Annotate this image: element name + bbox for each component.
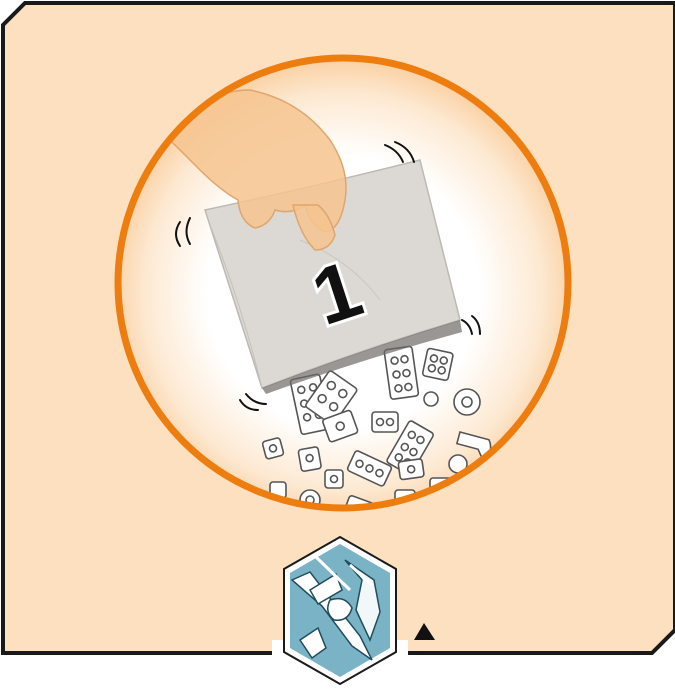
instruction-page: 1 <box>0 0 675 689</box>
